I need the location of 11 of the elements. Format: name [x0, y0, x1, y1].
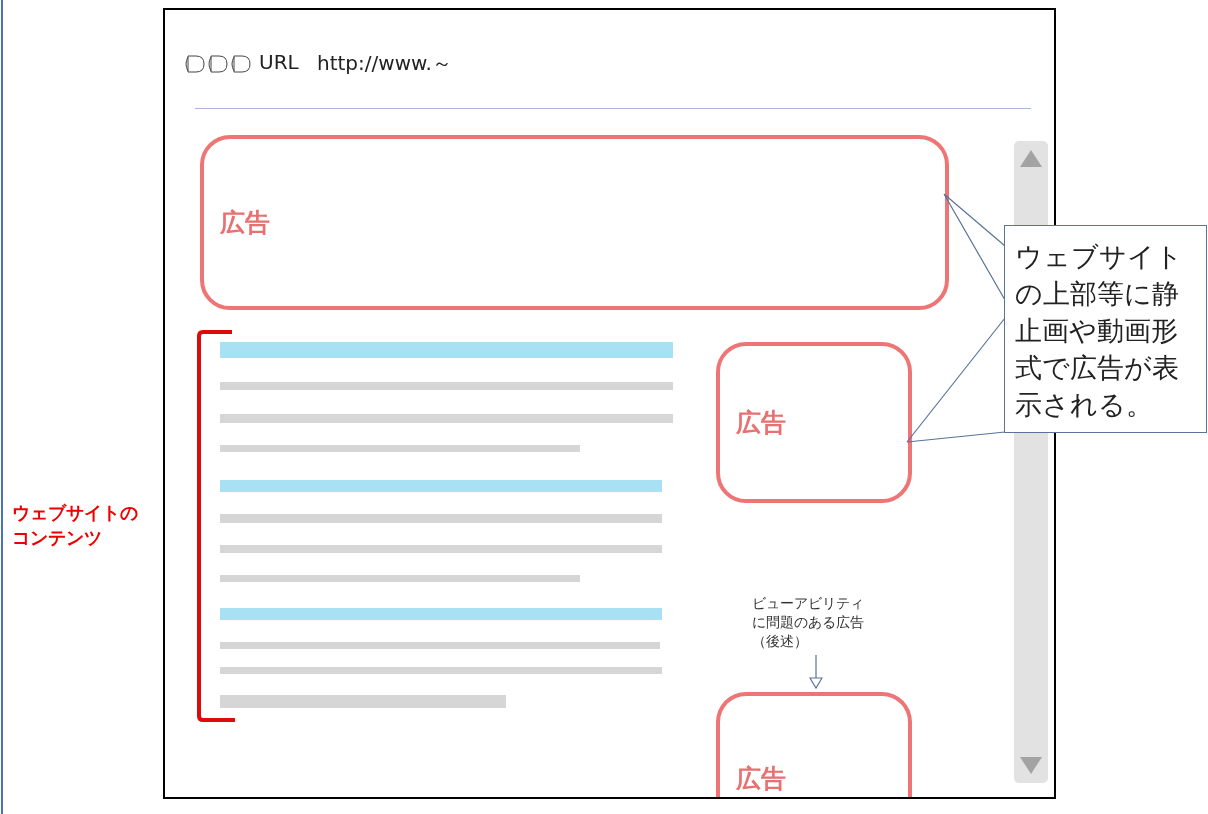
- ad-box: 広告: [716, 342, 912, 503]
- ad-box: 広告: [716, 692, 912, 797]
- note-text: ビューアビリティに問題のある広告（後述）: [752, 594, 867, 651]
- content-label: ウェブサイトのコンテンツ: [12, 501, 139, 550]
- arrow: [809, 654, 823, 689]
- url-label: URL: [259, 50, 299, 74]
- ad-box: 広告: [200, 135, 949, 310]
- url-text: http://www.～: [317, 50, 452, 77]
- callout-pointer: [906, 317, 1006, 443]
- callout-box: ウェブサイトの上部等に静止画や動画形式で広告が表示される。: [1004, 225, 1207, 433]
- callout-pointer: [943, 193, 1006, 301]
